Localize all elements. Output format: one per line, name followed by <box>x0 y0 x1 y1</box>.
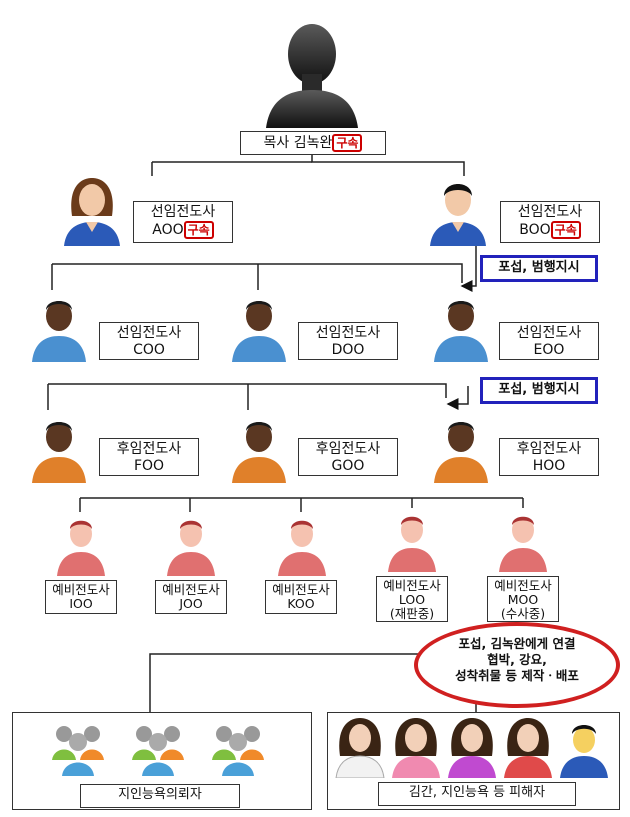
instruction-label-2: 포섭, 범행지시 <box>480 377 598 404</box>
level5-name: LOO <box>398 592 426 607</box>
level3-name: COO <box>133 342 165 358</box>
level5-status: (재판중) <box>389 606 435 621</box>
person-pink-icon <box>278 520 326 576</box>
level3-box-c: 선임전도사 COO <box>99 322 199 360</box>
level5-title: 예비전도사 <box>383 578 441 593</box>
oval-line2: 협박, 강요, <box>487 652 547 667</box>
level5-box-k: 예비전도사 KOO <box>265 580 337 614</box>
level5-status: (수사중) <box>500 606 546 621</box>
level3-title: 선임전도사 <box>116 325 182 341</box>
group-cluster-1 <box>52 726 104 776</box>
level4-title: 후임전도사 <box>516 441 582 457</box>
level4-name: GOO <box>331 458 365 474</box>
woman-avatar-icon <box>64 178 120 246</box>
person-pink-icon <box>499 516 547 572</box>
level5-name: IOO <box>69 596 93 611</box>
senior-b-title: 선임전도사 <box>517 204 583 220</box>
group-icon <box>52 726 264 776</box>
person-pink-icon <box>167 520 215 576</box>
level3-name: DOO <box>331 342 365 358</box>
level5-box-j: 예비전도사 JOO <box>155 580 227 614</box>
level5-title: 예비전도사 <box>272 582 330 597</box>
person-pink-icon <box>57 520 105 576</box>
level5-title: 예비전도사 <box>494 578 552 593</box>
instruction-label-1: 포섭, 범행지시 <box>480 255 598 282</box>
senior-a-title: 선임전도사 <box>150 204 216 220</box>
person-blue-icon <box>434 301 488 362</box>
level3-box-d: 선임전도사 DOO <box>298 322 398 360</box>
level5-title: 예비전도사 <box>162 582 220 597</box>
senior-b-name: BOO <box>519 222 551 238</box>
requesters-label: 지인능욕의뢰자 <box>80 784 240 808</box>
person-pink-icon <box>388 516 436 572</box>
level4-name: FOO <box>133 458 165 474</box>
victims-label: 김간, 지인능욕 등 피해자 <box>378 782 576 806</box>
arrest-tag: 구속 <box>550 221 581 239</box>
person-orange-icon <box>434 422 488 483</box>
man-avatar-icon <box>430 184 486 246</box>
oval-line1: 포섭, 김녹완에게 연결 <box>458 636 576 651</box>
level5-box-l: 예비전도사 LOO (재판중) <box>376 576 448 622</box>
arrest-tag: 구속 <box>183 221 214 239</box>
level4-box-f: 후임전도사 FOO <box>99 438 199 476</box>
level3-title: 선임전도사 <box>516 325 582 341</box>
top-name: 목사 김녹완 <box>263 135 333 151</box>
level4-title: 후임전도사 <box>116 441 182 457</box>
level3-title: 선임전도사 <box>315 325 381 341</box>
arrest-tag: 구속 <box>332 134 363 152</box>
person-blue-icon <box>232 301 286 362</box>
level4-box-g: 후임전도사 GOO <box>298 438 398 476</box>
oval-line3: 성착취물 등 제작ㆍ배포 <box>455 668 579 683</box>
level5-box-m: 예비전도사 MOO (수사중) <box>487 576 559 622</box>
level4-name: HOO <box>532 458 566 474</box>
level5-name: MOO <box>507 592 539 607</box>
level4-box-h: 후임전도사 HOO <box>499 438 599 476</box>
pastor-silhouette-icon <box>266 24 358 128</box>
level5-name: KOO <box>287 596 315 611</box>
method-oval: 포섭, 김녹완에게 연결 협박, 강요, 성착취물 등 제작ㆍ배포 <box>414 622 620 708</box>
level3-box-e: 선임전도사 EOO <box>499 322 599 360</box>
senior-a-name: AOO <box>152 222 184 238</box>
level5-box-i: 예비전도사 IOO <box>45 580 117 614</box>
person-orange-icon <box>232 422 286 483</box>
person-orange-icon <box>32 422 86 483</box>
person-blue-icon <box>32 301 86 362</box>
victims-group-icon <box>335 718 608 778</box>
level5-title: 예비전도사 <box>52 582 110 597</box>
level5-name: JOO <box>179 596 203 611</box>
level4-title: 후임전도사 <box>315 441 381 457</box>
level3-name: EOO <box>533 342 565 358</box>
